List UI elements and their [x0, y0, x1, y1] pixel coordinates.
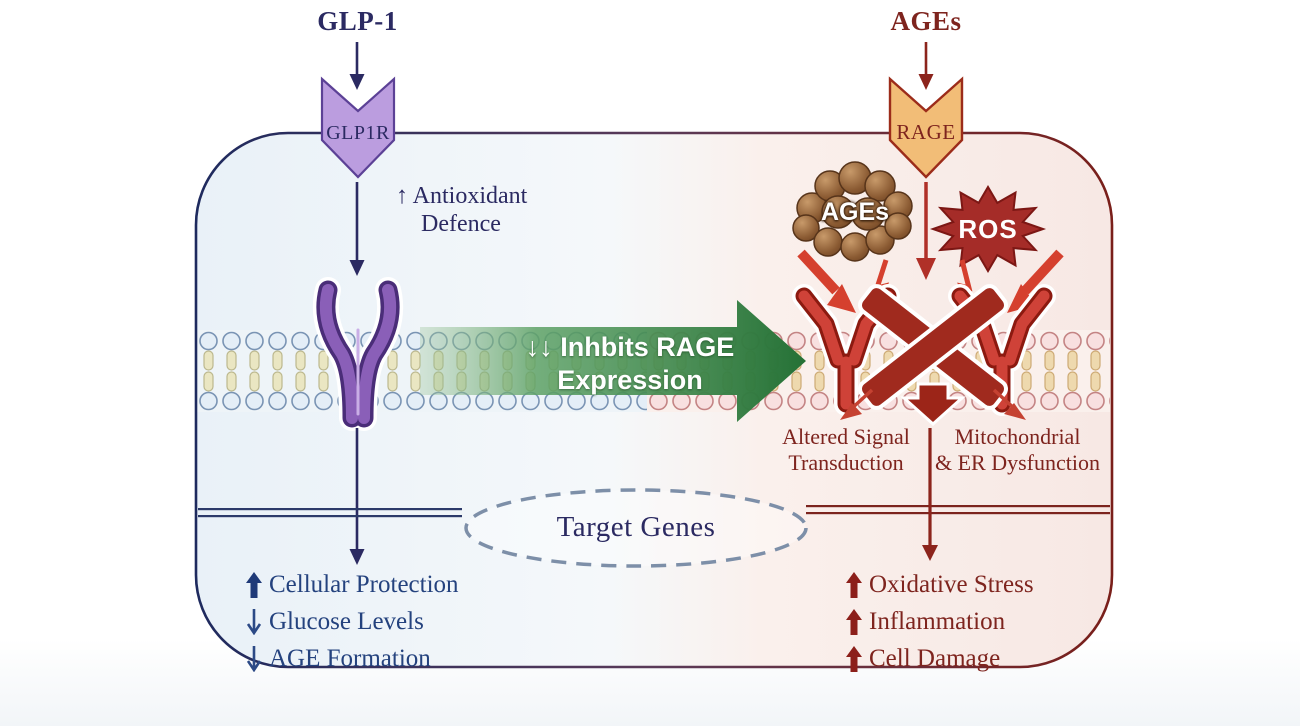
rage-signal-arrow: [916, 182, 936, 280]
rage-nuclear-arrow: [922, 428, 938, 561]
outcome-oxidative-stress: Oxidative Stress: [846, 571, 1034, 599]
outcome-glucose-levels: Glucose Levels: [246, 608, 459, 636]
mitochondrial-line1: Mitochondrial: [954, 424, 1081, 449]
outcome-age-formation: AGE Formation: [246, 645, 459, 673]
target-genes-label: Target Genes: [556, 511, 716, 543]
altered-signal-line2: Transduction: [788, 450, 904, 475]
downstream-arrow: [900, 382, 966, 427]
ages-aggregate: [792, 161, 913, 262]
glp1r-signal-arrow: [349, 182, 365, 276]
rage-chevron: [888, 76, 964, 179]
outcome-cellular-protection: Cellular Protection: [246, 571, 459, 599]
glp1r-chevron: [320, 76, 396, 179]
inhibition-text-line1: ↓↓ Inhbits RAGE: [525, 332, 735, 362]
rage-receptor-label: RAGE: [896, 120, 956, 144]
gene-lines-left: [198, 508, 462, 518]
rage-outcomes: Oxidative Stress Inflammation Cell Damag…: [846, 571, 1034, 673]
antioxidant-effect-line2: Defence: [421, 211, 501, 237]
glp1-binding-arrow: [349, 42, 365, 90]
ages-aggregate-label: AGEs: [820, 198, 890, 226]
glp1-nuclear-arrow: [349, 428, 365, 565]
mitochondrial-line2: & ER Dysfunction: [935, 450, 1100, 475]
inhibition-text-line2: Expression: [557, 365, 703, 395]
ros-label: ROS: [958, 214, 1018, 244]
up-arrow-icon: [846, 646, 862, 672]
glp1-outcomes: Cellular Protection Glucose Levels AGE F…: [246, 571, 459, 673]
outcome-inflammation: Inflammation: [846, 608, 1034, 636]
ros-starburst: [929, 185, 1047, 273]
diverging-effect-arrows: [840, 388, 1026, 420]
gene-lines-right: [806, 505, 1110, 515]
glp1r-receptor-label: GLP1R: [326, 122, 390, 144]
up-arrow-icon: [846, 609, 862, 635]
down-arrow-icon: [246, 646, 262, 672]
blocked-x-mark: [858, 284, 1008, 410]
glp1-label: GLP-1: [317, 6, 398, 36]
antioxidant-effect-line1: ↑ Antioxidant: [396, 183, 528, 209]
glp1-receptor: [312, 277, 404, 431]
target-genes-ellipse: [464, 488, 808, 568]
ages-binding-arrow: [918, 42, 934, 90]
outcome-cell-damage: Cell Damage: [846, 645, 1034, 673]
ages-label: AGEs: [890, 6, 962, 36]
cell-outline: [194, 131, 1114, 669]
altered-signal-line1: Altered Signal: [782, 424, 910, 449]
up-arrow-icon: [846, 572, 862, 598]
up-arrow-icon: [246, 572, 262, 598]
down-arrow-icon: [246, 609, 262, 635]
inhibition-arrow: [420, 300, 806, 422]
